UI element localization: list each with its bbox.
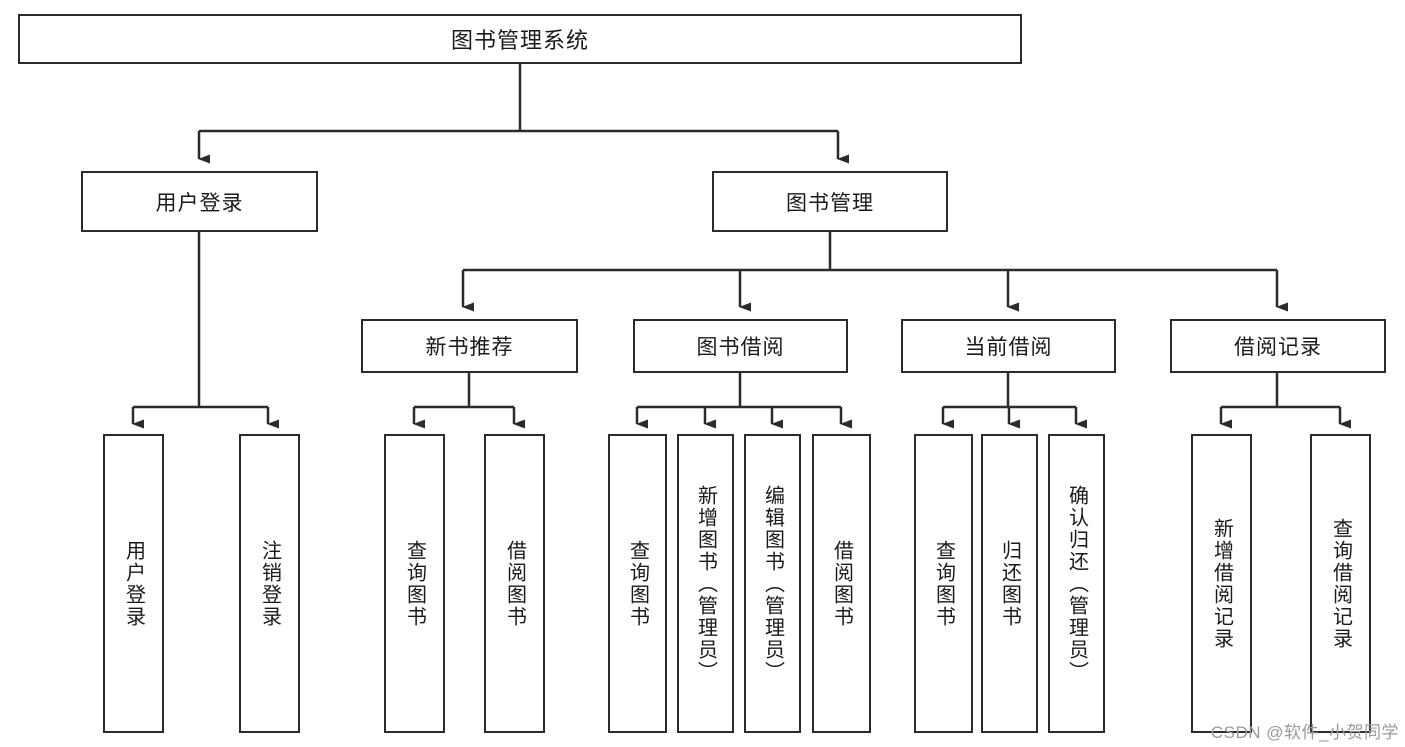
watermark: CSDN @软件_小贺同学 bbox=[1210, 723, 1399, 742]
leaf-borrow-book-new[interactable]: 借阅图书 bbox=[484, 434, 545, 733]
node-label: 借阅记录 bbox=[1234, 336, 1322, 359]
node-label: 查询图书 bbox=[932, 539, 955, 628]
leaf-query-book-borrow[interactable]: 查询图书 bbox=[608, 434, 667, 733]
leaf-add-book-admin[interactable]: 新增图书（管理员） bbox=[677, 434, 734, 733]
node-book-management[interactable]: 图书管理 bbox=[712, 171, 948, 232]
node-label: 图书管理 bbox=[786, 191, 874, 215]
node-root-library-system[interactable]: 图书管理系统 bbox=[18, 14, 1022, 64]
leaf-query-book-new[interactable]: 查询图书 bbox=[384, 434, 445, 733]
leaf-logout[interactable]: 注销登录 bbox=[239, 434, 300, 733]
node-current-borrow[interactable]: 当前借阅 bbox=[901, 319, 1116, 373]
leaf-edit-book-admin[interactable]: 编辑图书（管理员） bbox=[744, 434, 801, 733]
node-new-book-recommend[interactable]: 新书推荐 bbox=[361, 319, 578, 373]
node-label: 查询图书 bbox=[626, 539, 649, 628]
node-label: 确认归还（管理员） bbox=[1065, 484, 1088, 683]
node-label: 查询图书 bbox=[403, 539, 426, 628]
node-label: 新增借阅记录 bbox=[1210, 517, 1233, 650]
node-label: 用户登录 bbox=[122, 539, 145, 628]
leaf-user-login[interactable]: 用户登录 bbox=[103, 434, 164, 733]
node-label: 查询借阅记录 bbox=[1329, 517, 1352, 650]
leaf-add-borrow-record[interactable]: 新增借阅记录 bbox=[1191, 434, 1252, 733]
node-label: 注销登录 bbox=[258, 539, 281, 628]
node-borrow-record[interactable]: 借阅记录 bbox=[1170, 319, 1386, 373]
leaf-query-book-current[interactable]: 查询图书 bbox=[914, 434, 973, 733]
node-label: 新书推荐 bbox=[425, 336, 514, 359]
node-label: 图书管理系统 bbox=[450, 28, 589, 53]
node-user-login[interactable]: 用户登录 bbox=[81, 171, 318, 232]
node-label: 借阅图书 bbox=[830, 539, 853, 628]
leaf-return-book[interactable]: 归还图书 bbox=[981, 434, 1038, 733]
leaf-borrow-book[interactable]: 借阅图书 bbox=[812, 434, 871, 733]
node-label: 归还图书 bbox=[998, 539, 1021, 628]
node-label: 用户登录 bbox=[155, 191, 244, 215]
node-label: 借阅图书 bbox=[503, 539, 526, 628]
node-label: 当前借阅 bbox=[964, 336, 1053, 359]
node-label: 编辑图书（管理员） bbox=[761, 484, 784, 683]
node-label: 新增图书（管理员） bbox=[694, 484, 717, 683]
leaf-query-borrow-record[interactable]: 查询借阅记录 bbox=[1310, 434, 1371, 733]
leaf-confirm-return-admin[interactable]: 确认归还（管理员） bbox=[1048, 434, 1105, 733]
node-book-borrow[interactable]: 图书借阅 bbox=[633, 319, 848, 373]
node-label: 图书借阅 bbox=[696, 336, 785, 359]
